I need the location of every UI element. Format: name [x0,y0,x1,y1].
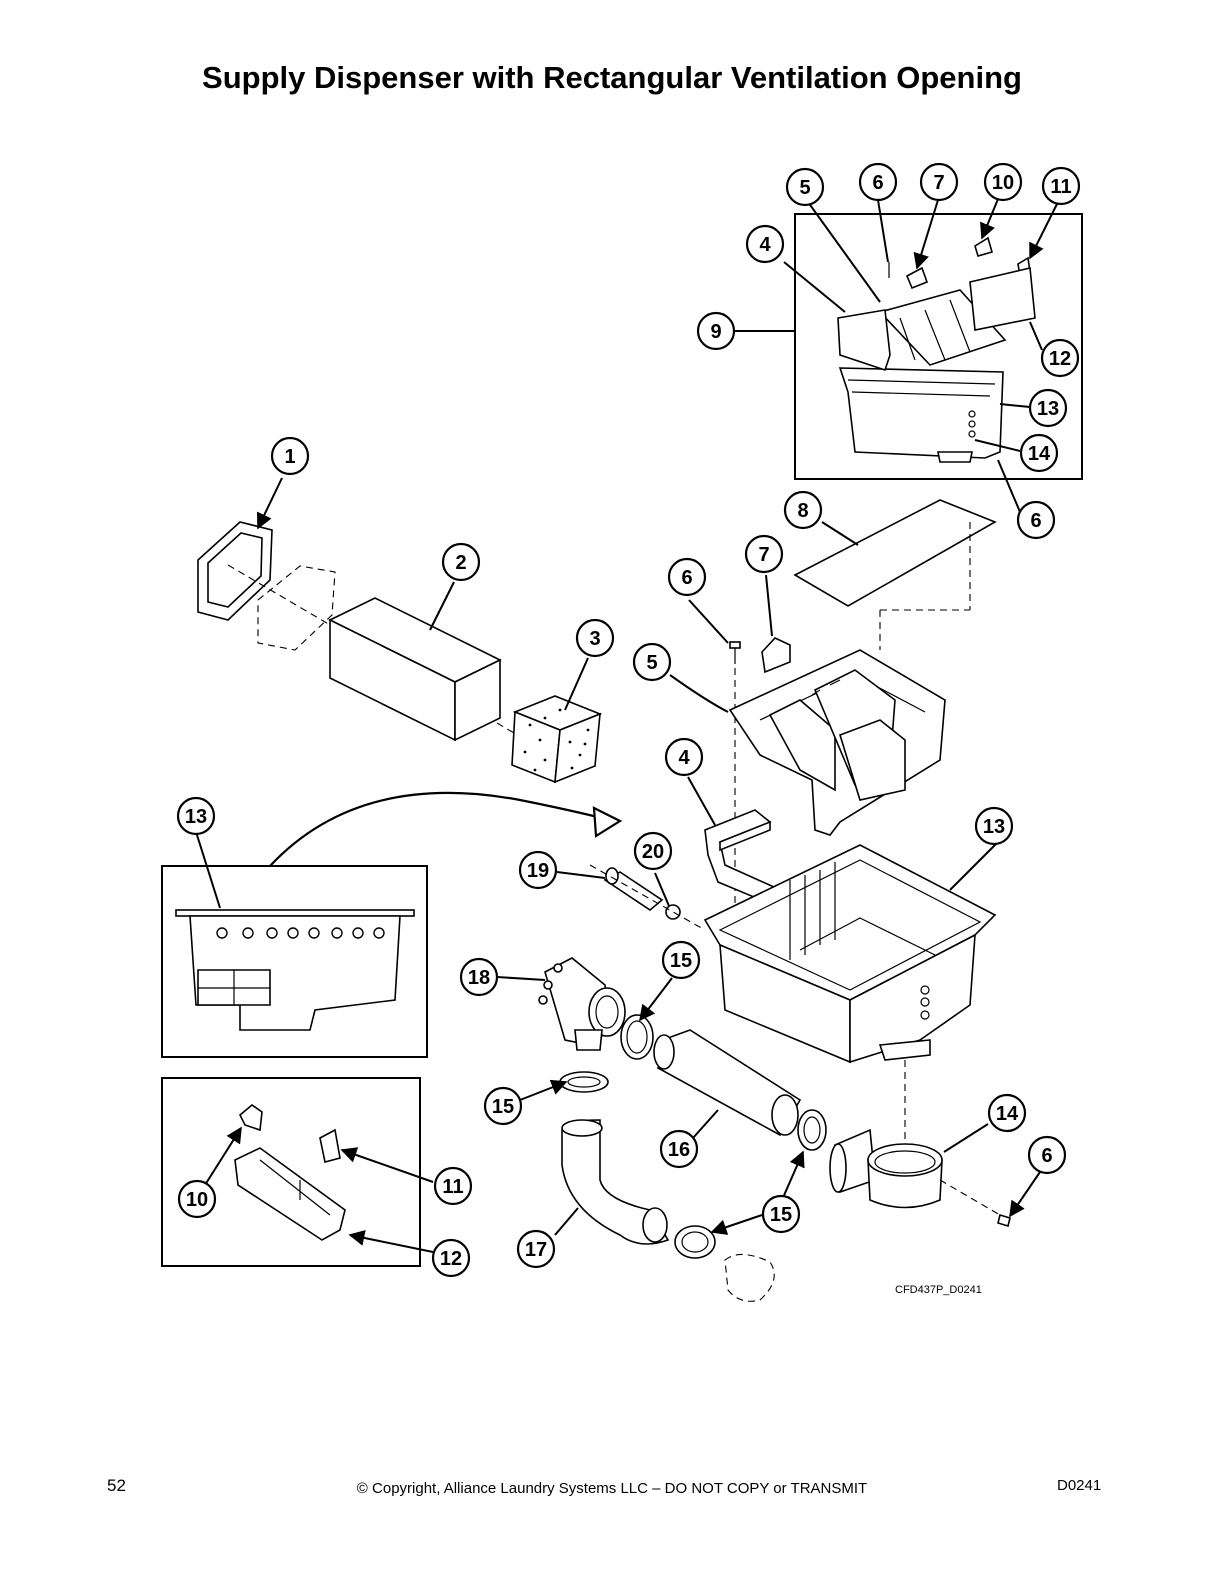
copyright-notice: © Copyright, Alliance Laundry Systems LL… [356,1480,868,1497]
callout-7-inset: 7 [919,162,959,202]
part-14-outlet [829,1128,1001,1216]
svg-text:15: 15 [670,950,692,972]
svg-text:4: 4 [759,234,771,256]
inset-parts-10-11-12 [161,1077,421,1267]
part-13-tub [703,844,997,1170]
part-7-cap [761,637,791,674]
callout-13-inset: 13 [176,796,216,836]
inset-part-13-detail [161,865,428,1058]
part-20-clip [665,904,681,920]
svg-text:8: 8 [797,500,808,522]
page-number: 52 [107,1476,126,1495]
svg-text:15: 15 [770,1204,792,1226]
svg-text:2: 2 [455,552,466,574]
callout-4-inset: 4 [745,224,785,264]
callout-9: 9 [696,311,736,351]
callout-10: 10 [177,1179,217,1219]
callout-11: 11 [433,1166,473,1206]
svg-text:7: 7 [758,544,769,566]
callout-15: 15 [661,940,701,980]
svg-text:6: 6 [872,172,883,194]
svg-text:15: 15 [492,1096,514,1118]
leader-lines [196,198,1059,1253]
callout-19: 19 [518,850,558,890]
svg-text:5: 5 [646,652,657,674]
svg-text:11: 11 [442,1176,463,1198]
svg-text:6: 6 [1041,1145,1052,1167]
callout-14: 14 [987,1093,1027,1133]
callout-13-inset-top: 13 [1028,388,1068,428]
part-18-valve [538,957,626,1051]
callout-15: 15 [483,1086,523,1126]
callout-5-inset: 5 [785,167,825,207]
part-3-filter [511,695,603,784]
callout-2: 2 [441,542,481,582]
callout-6-inset: 6 [858,162,898,202]
detail-arrow [269,791,611,867]
part-4-channel [704,809,786,912]
drawing-code: CFD437P_D0241 [895,1284,982,1296]
inset-assembled-dispenser [734,213,1083,480]
callout-6: 6 [1027,1135,1067,1175]
callout-17: 17 [516,1229,556,1269]
part-15-clamps [559,1014,827,1259]
svg-text:20: 20 [642,841,664,863]
callout-16: 16 [659,1129,699,1169]
callout-11-inset: 11 [1041,166,1081,206]
svg-text:9: 9 [710,321,721,343]
svg-text:19: 19 [527,860,549,882]
callout-15: 15 [761,1194,801,1234]
gasket-dashed [257,565,336,651]
svg-text:4: 4 [678,747,690,769]
svg-text:10: 10 [992,172,1014,194]
part-6-screw-bottom [997,1213,1011,1228]
part-5-dispenser-lid [728,649,946,836]
svg-text:18: 18 [468,967,490,989]
svg-text:5: 5 [799,177,810,199]
svg-text:1: 1 [284,446,295,468]
part-19-tube [603,867,664,911]
document-code: D0241 [1057,1477,1102,1494]
callout-8: 8 [783,490,823,530]
callout-12: 12 [431,1238,471,1278]
callout-10-inset: 10 [983,162,1023,202]
svg-text:13: 13 [983,816,1005,838]
callout-5: 5 [632,642,672,682]
svg-text:10: 10 [186,1189,208,1211]
svg-text:17: 17 [525,1239,547,1261]
callout-7: 7 [744,534,784,574]
svg-text:3: 3 [589,628,600,650]
callout-6-inset-b: 6 [1016,500,1056,540]
page-title: Supply Dispenser with Rectangular Ventil… [202,60,1022,95]
part-8-cover-plate [793,499,997,650]
part-2-duct [328,597,502,742]
svg-text:14: 14 [996,1103,1019,1125]
part-17-elbow [561,1119,670,1245]
svg-text:7: 7 [933,172,944,194]
part-16-hose [653,1029,802,1137]
svg-text:6: 6 [681,567,692,589]
callout-6: 6 [667,557,707,597]
callout-4: 4 [664,737,704,777]
svg-text:12: 12 [1049,348,1071,370]
callout-20: 20 [633,831,673,871]
svg-text:16: 16 [668,1139,690,1161]
svg-text:11: 11 [1050,176,1071,198]
svg-text:13: 13 [1037,398,1059,420]
callout-1: 1 [270,436,310,476]
callout-12-inset: 12 [1040,338,1080,378]
callout-18: 18 [459,957,499,997]
svg-text:13: 13 [185,806,207,828]
part-1-vent-frame [197,521,273,621]
svg-text:14: 14 [1028,443,1051,465]
svg-text:12: 12 [440,1248,462,1270]
callout-13: 13 [974,806,1014,846]
svg-text:6: 6 [1030,510,1041,532]
callout-3: 3 [575,618,615,658]
callout-14-inset: 14 [1019,433,1059,473]
